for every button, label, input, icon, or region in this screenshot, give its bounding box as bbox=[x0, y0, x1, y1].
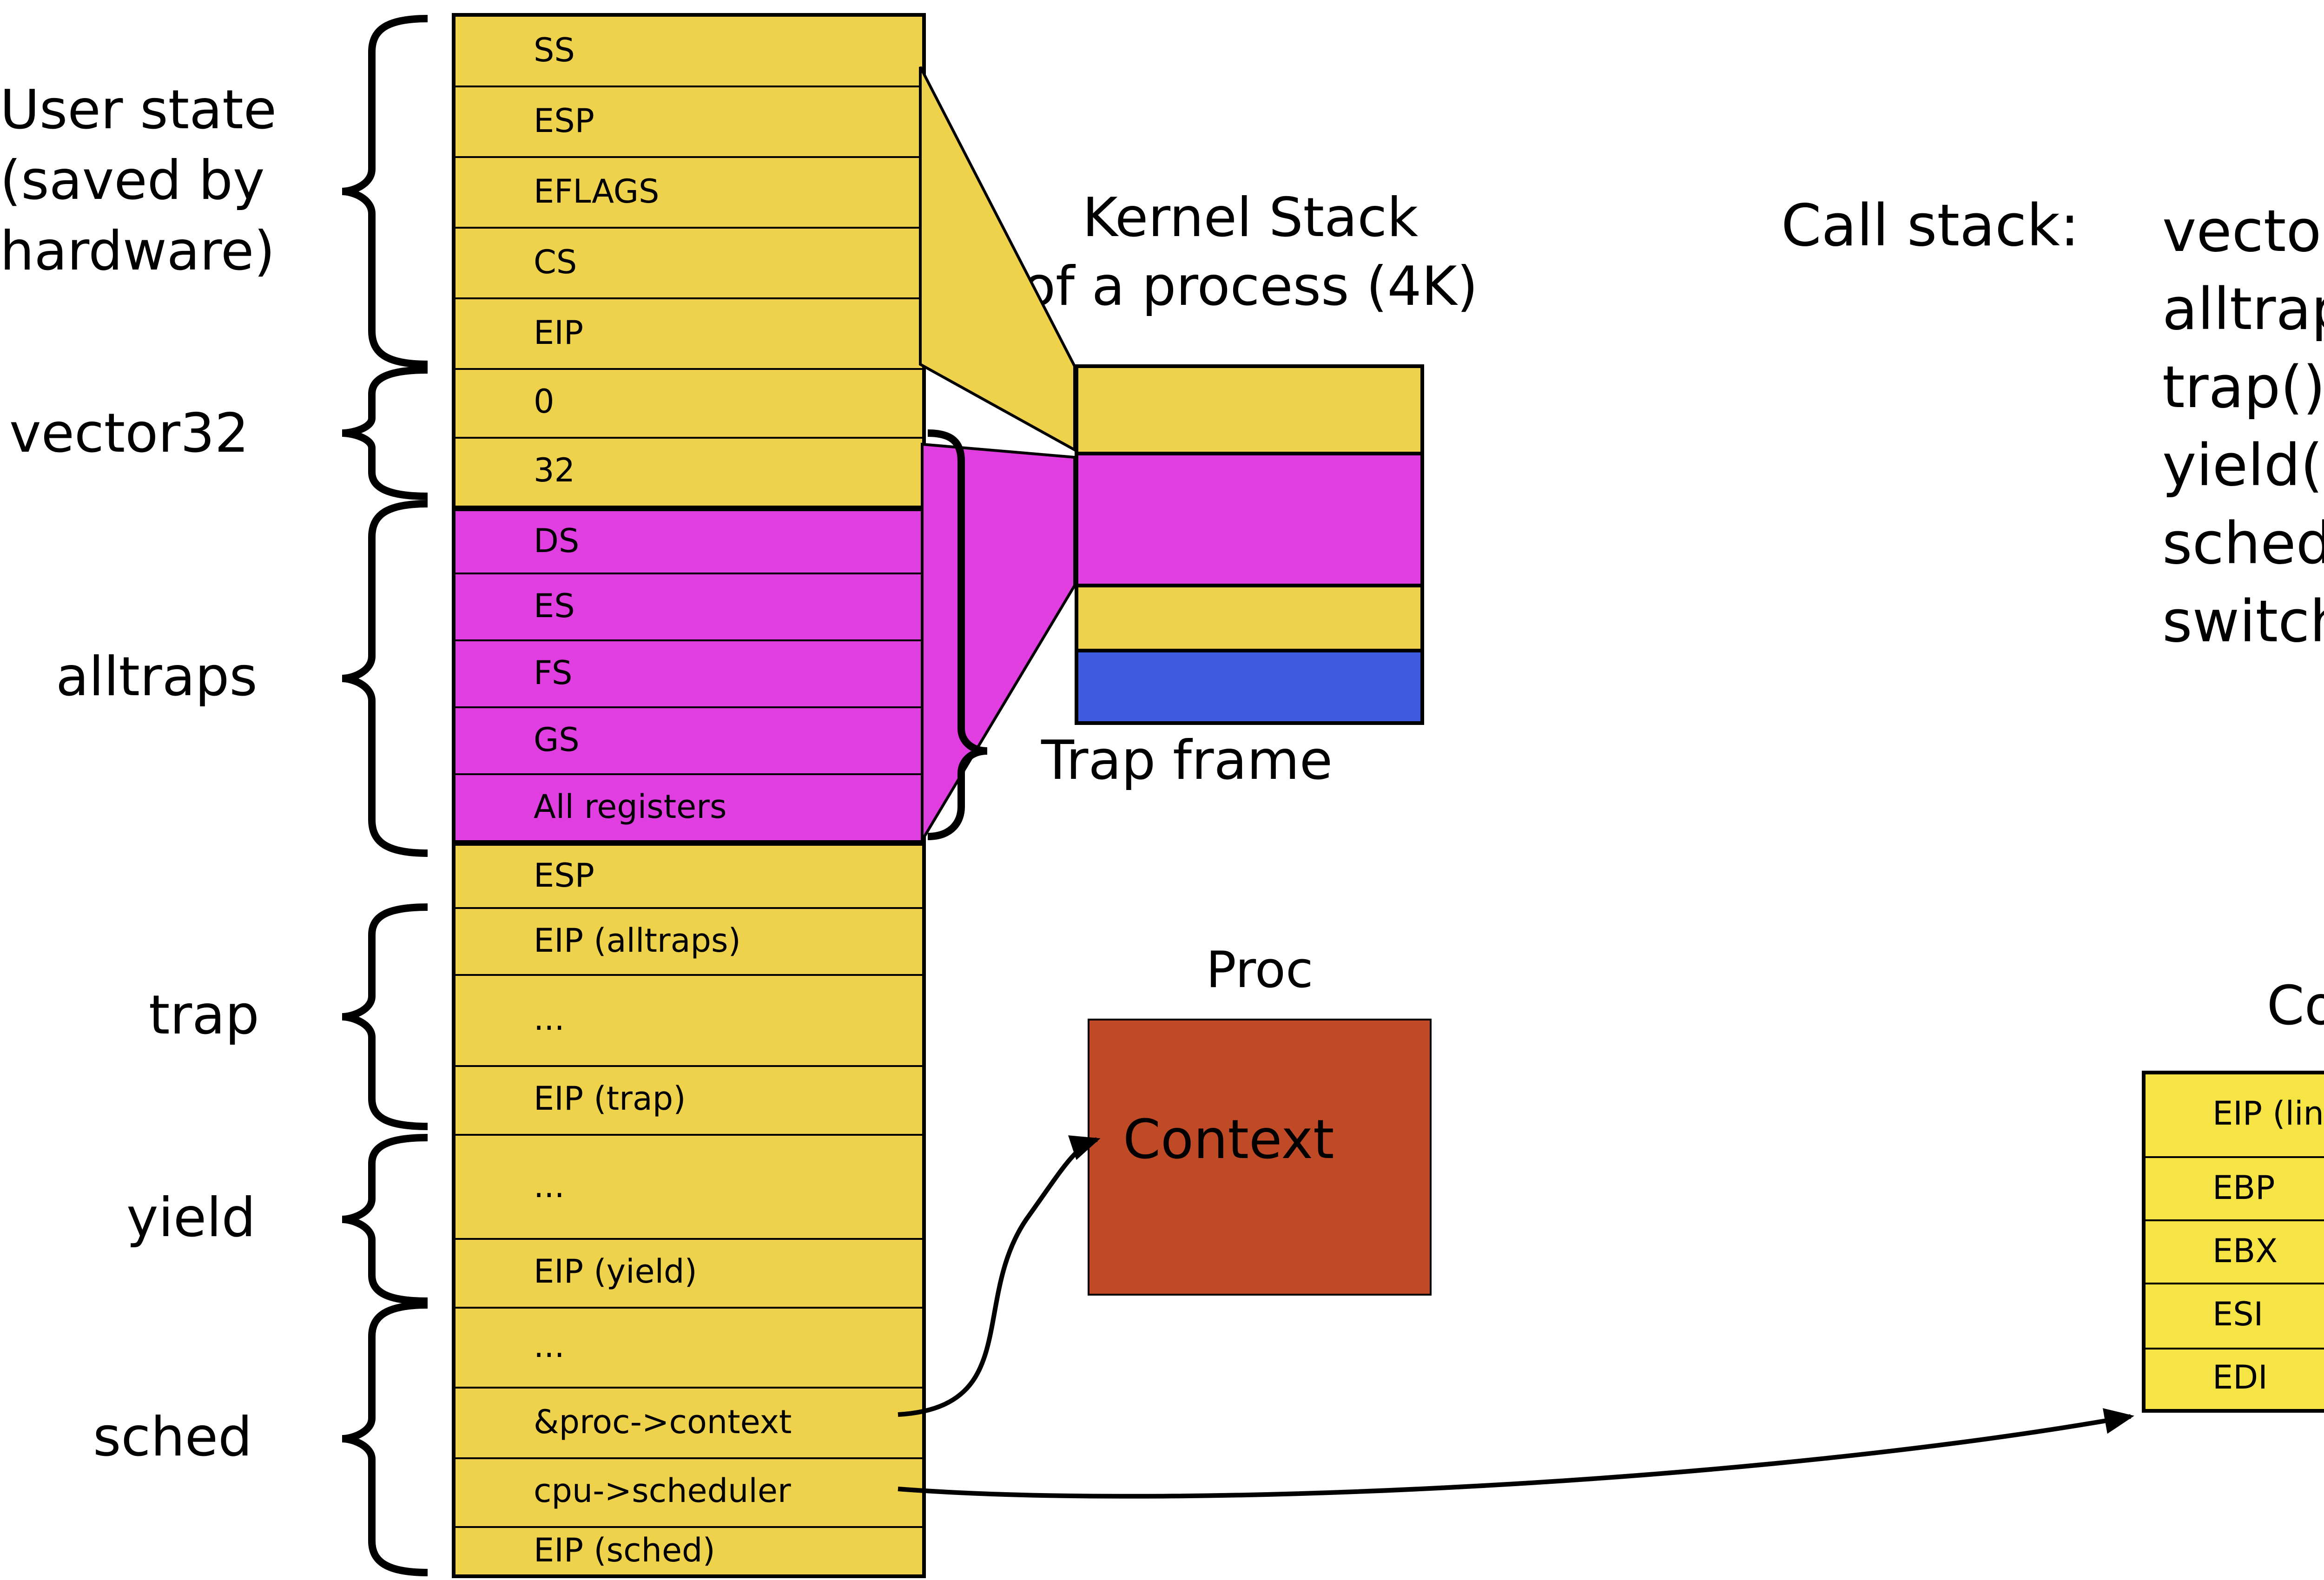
stack-row-dots-1: ... bbox=[456, 974, 922, 1065]
stack-row-fs: FS bbox=[456, 639, 922, 706]
stack-row-esp-user: ESP bbox=[456, 86, 922, 156]
brace-yield bbox=[342, 1134, 428, 1305]
stack-row-label: cpu->scheduler bbox=[534, 1474, 791, 1511]
label-alltraps: alltraps bbox=[56, 645, 257, 708]
context-row-esi: ESI bbox=[2146, 1283, 2324, 1348]
stack-row-label: EIP (sched) bbox=[534, 1533, 715, 1570]
proc-title: Proc bbox=[1206, 942, 1314, 1000]
brace-trap bbox=[342, 903, 428, 1130]
arrow-proc-context bbox=[898, 1135, 1101, 1417]
stack-row-dots-2: ... bbox=[456, 1134, 922, 1238]
stack-row-eip-alltraps: EIP (alltraps) bbox=[456, 907, 922, 974]
call-stack-heading: Call stack: bbox=[1781, 193, 2080, 260]
context-row-edi: EDI bbox=[2146, 1348, 2324, 1409]
call-stack-lines: vector32() alltraps() trap() yield() sch… bbox=[2162, 193, 2324, 740]
stack-row-eip-trap: EIP (trap) bbox=[456, 1065, 922, 1134]
stack-row-cpu-scheduler: cpu->scheduler bbox=[456, 1457, 922, 1526]
kernel-stack-title-line2: of a process (4K) bbox=[1023, 255, 1478, 318]
stack-row-cs: CS bbox=[456, 227, 922, 297]
brace-user-state bbox=[342, 15, 428, 368]
stack-row-label: ESP bbox=[534, 103, 594, 140]
context-title: Context bbox=[2266, 974, 2324, 1037]
brace-alltraps bbox=[342, 500, 428, 857]
kernel-stack-title: Kernel Stack of a process (4K) bbox=[967, 184, 1534, 322]
stack-row-label: FS bbox=[534, 655, 573, 692]
proc-box bbox=[1088, 1019, 1432, 1296]
label-yield: yield bbox=[126, 1186, 256, 1249]
stack-row-label: EIP (alltraps) bbox=[534, 923, 741, 960]
call-line-trap: trap() bbox=[2162, 355, 2324, 422]
stack-row-eip-sched: EIP (sched) bbox=[456, 1526, 922, 1574]
stack-row-label: &proc->context bbox=[534, 1404, 792, 1442]
stack-row-zero: 0 bbox=[456, 368, 922, 437]
call-line-yield: yield() bbox=[2162, 433, 2324, 500]
context-row-label: EIP (line: 2479) bbox=[2212, 1097, 2324, 1134]
brace-vector32 bbox=[342, 366, 428, 500]
stack-row-es: ES bbox=[456, 573, 922, 639]
call-line-alltraps: alltraps() bbox=[2162, 277, 2324, 344]
call-line-switch: switch(&proc->context, bbox=[2162, 589, 2324, 656]
context-row-label: EDI bbox=[2212, 1361, 2268, 1398]
stack-row-eip-user: EIP bbox=[456, 297, 922, 368]
stack-row-label: ... bbox=[534, 1168, 565, 1205]
minimap-segment-user-state bbox=[1078, 368, 1420, 452]
call-line-switch-arg2: cpu->scheduler) bbox=[2162, 662, 2324, 740]
context-row-label: EBX bbox=[2212, 1233, 2278, 1271]
stack-row-ds: DS bbox=[456, 506, 922, 573]
minimap-segment-kernel bbox=[1078, 584, 1420, 649]
stack-row-label: EFLAGS bbox=[534, 174, 660, 211]
stack-row-label: ... bbox=[534, 1329, 565, 1366]
stack-row-gs: GS bbox=[456, 706, 922, 773]
label-sched: sched bbox=[93, 1405, 252, 1468]
stack-row-ss: SS bbox=[456, 17, 922, 86]
context-row-ebp: EBP bbox=[2146, 1156, 2324, 1219]
call-line-vector32: vector32() bbox=[2162, 199, 2324, 266]
stack-row-label: ... bbox=[534, 1002, 565, 1039]
stack-row-label: ES bbox=[534, 588, 575, 625]
stack-row-label: EIP bbox=[534, 315, 584, 352]
brace-trap-frame bbox=[927, 429, 988, 840]
minimap-segment-trapframe bbox=[1078, 452, 1420, 584]
label-user-state-line2: (saved by bbox=[0, 149, 265, 212]
stack-row-label: ESP bbox=[534, 858, 594, 895]
kernel-stack-column: SS ESP EFLAGS CS EIP 0 32 DS ES FS GS Al… bbox=[452, 13, 926, 1578]
label-user-state-line1: User state bbox=[0, 78, 277, 141]
kernel-stack-minimap bbox=[1075, 364, 1424, 725]
stack-row-label: 0 bbox=[534, 385, 555, 422]
context-row-eip: EIP (line: 2479) bbox=[2146, 1074, 2324, 1156]
brace-sched bbox=[342, 1301, 428, 1576]
stack-row-label: EIP (trap) bbox=[534, 1082, 686, 1119]
context-row-ebx: EBX bbox=[2146, 1219, 2324, 1283]
context-row-label: EBP bbox=[2212, 1170, 2275, 1207]
label-user-state-line3: hardware) bbox=[0, 219, 275, 283]
stack-row-label: EIP (yield) bbox=[534, 1255, 697, 1292]
label-user-state: User state (saved by hardware) bbox=[0, 74, 277, 286]
stack-row-label: SS bbox=[534, 33, 575, 70]
stack-row-32: 32 bbox=[456, 437, 922, 506]
stack-row-label: 32 bbox=[534, 454, 575, 491]
proc-context-text: Context bbox=[1123, 1108, 1334, 1171]
arrow-cpu-scheduler bbox=[898, 1408, 2134, 1499]
stack-row-eflags: EFLAGS bbox=[456, 156, 922, 227]
call-line-sched: sched() bbox=[2162, 511, 2324, 578]
stack-row-proc-context: &proc->context bbox=[456, 1387, 922, 1457]
label-trap-frame: Trap frame bbox=[1041, 729, 1333, 792]
label-trap: trap bbox=[149, 983, 259, 1047]
minimap-segment-bottom bbox=[1078, 649, 1420, 721]
context-struct: EIP (line: 2479) EBP EBX ESI EDI bbox=[2142, 1071, 2324, 1413]
stack-row-label: CS bbox=[534, 244, 577, 282]
stack-row-label: DS bbox=[534, 523, 580, 560]
context-row-label: ESI bbox=[2212, 1297, 2264, 1335]
stack-row-dots-3: ... bbox=[456, 1307, 922, 1387]
label-vector32: vector32 bbox=[9, 402, 249, 465]
stack-row-label: All registers bbox=[534, 789, 727, 826]
stack-row-all-registers: All registers bbox=[456, 773, 922, 840]
stack-row-esp-kernel: ESP bbox=[456, 840, 922, 907]
stack-row-eip-yield: EIP (yield) bbox=[456, 1238, 922, 1307]
kernel-stack-title-line1: Kernel Stack bbox=[1082, 186, 1419, 249]
stack-row-label: GS bbox=[534, 722, 580, 759]
